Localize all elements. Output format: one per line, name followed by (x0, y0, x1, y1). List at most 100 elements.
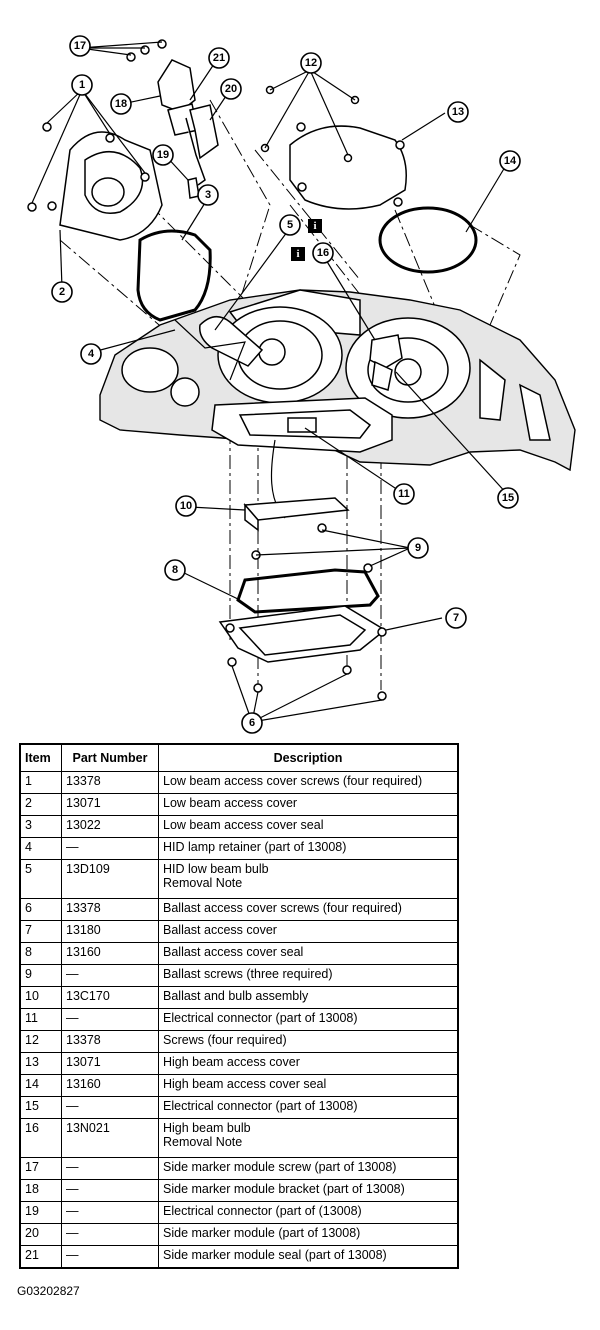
col-header-part-number: Part Number (61, 743, 159, 772)
cell-part-number: — (61, 1096, 159, 1119)
callout-5: 5 (279, 214, 301, 236)
cell-description: Low beam access cover (158, 793, 459, 816)
description-text: Side marker module bracket (part of 1300… (163, 1182, 405, 1196)
figure-id: G03202827 (17, 1284, 80, 1298)
description-text: Side marker module (part of 13008) (163, 1226, 361, 1240)
svg-text:14: 14 (504, 155, 517, 167)
cell-part-number: 13378 (61, 1030, 159, 1053)
cell-part-number: 13071 (61, 1052, 159, 1075)
svg-text:3: 3 (205, 189, 211, 201)
removal-note-link[interactable]: Removal Note (163, 876, 243, 890)
callout-16: 16 (312, 242, 334, 264)
svg-text:1: 1 (79, 79, 85, 91)
svg-text:12: 12 (305, 57, 317, 69)
ballast-access-cover-seal (236, 568, 380, 614)
removal-note-link[interactable]: Removal Note (163, 1135, 243, 1149)
cell-part-number: — (61, 1157, 159, 1180)
cell-part-number: 13378 (61, 898, 159, 921)
callout-7: 7 (445, 607, 467, 629)
cell-item: 21 (19, 1245, 62, 1269)
table-row: 18—Side marker module bracket (part of 1… (19, 1179, 459, 1202)
table-row: 4—HID lamp retainer (part of 13008) (19, 837, 459, 860)
callout-2: 2 (51, 281, 73, 303)
cell-part-number: — (61, 1201, 159, 1224)
cell-part-number: — (61, 1245, 159, 1269)
cell-item: 9 (19, 964, 62, 987)
cell-item: 14 (19, 1074, 62, 1097)
description-text: Ballast and bulb assembly (163, 989, 309, 1003)
cell-item: 10 (19, 986, 62, 1009)
callout-14: 14 (499, 150, 521, 172)
info-icon-bulb-5[interactable]: i (308, 219, 322, 233)
svg-text:11: 11 (398, 488, 410, 500)
cell-item: 3 (19, 815, 62, 838)
callout-3: 3 (197, 184, 219, 206)
cell-item: 11 (19, 1008, 62, 1031)
cell-part-number: 13378 (61, 771, 159, 794)
info-icon-bulb-16[interactable]: i (291, 247, 305, 261)
description-text: Low beam access cover screws (four requi… (163, 774, 423, 788)
cell-part-number: 13N021 (61, 1118, 159, 1158)
svg-text:15: 15 (502, 492, 514, 504)
table-row: 19— Electrical connector (part of (13008) (19, 1201, 459, 1224)
high-beam-access-cover-seal (378, 206, 478, 274)
description-text: Electrical connector (part of 13008) (163, 1011, 358, 1025)
callout-11: 11 (393, 483, 415, 505)
cell-item: 16 (19, 1118, 62, 1158)
callout-6: 6 (241, 712, 263, 734)
cell-description: Ballast and bulb assembly (158, 986, 459, 1009)
description-text: Ballast access cover screws (four requir… (163, 901, 402, 915)
table-row: 15— Electrical connector (part of 13008) (19, 1096, 459, 1119)
cell-item: 15 (19, 1096, 62, 1119)
svg-text:13: 13 (452, 106, 464, 118)
table-header-row: Item Part Number Description (19, 743, 459, 772)
cell-item: 13 (19, 1052, 62, 1075)
svg-text:6: 6 (249, 717, 255, 729)
table-row: 17—Side marker module screw (part of 130… (19, 1157, 459, 1180)
cell-description: Electrical connector (part of 13008) (158, 1096, 459, 1119)
leader-lines (31, 41, 509, 723)
cell-item: 8 (19, 942, 62, 965)
svg-text:16: 16 (317, 247, 329, 259)
callout-10: 10 (175, 495, 197, 517)
cell-item: 19 (19, 1201, 62, 1224)
cell-part-number: 13180 (61, 920, 159, 943)
cell-description: Electrical connector (part of 13008) (158, 1008, 459, 1031)
cell-part-number: — (61, 1179, 159, 1202)
cell-item: 6 (19, 898, 62, 921)
table-row: 21—Side marker module seal (part of 1300… (19, 1245, 459, 1269)
table-row: 9—Ballast screws (three required) (19, 964, 459, 987)
table-row: 20—Side marker module (part of 13008) (19, 1223, 459, 1246)
low-beam-access-cover (27, 122, 163, 241)
cell-description: Side marker module seal (part of 13008) (158, 1245, 459, 1269)
description-text: Electrical connector (part of (13008) (163, 1204, 362, 1218)
svg-text:10: 10 (180, 500, 192, 512)
cell-part-number: — (61, 964, 159, 987)
svg-text:5: 5 (287, 219, 293, 231)
description-text: High beam access cover (163, 1055, 300, 1069)
svg-text:20: 20 (225, 83, 237, 95)
svg-text:4: 4 (88, 348, 95, 360)
description-text: Low beam access cover (163, 796, 298, 810)
cell-description: Low beam access cover screws (four requi… (158, 771, 459, 794)
svg-text:8: 8 (172, 564, 178, 576)
screw-17-c (157, 39, 167, 49)
svg-text:9: 9 (415, 542, 421, 554)
cell-description: Side marker module bracket (part of 1300… (158, 1179, 459, 1202)
svg-text:18: 18 (115, 98, 127, 110)
svg-text:i: i (296, 248, 299, 260)
cell-part-number: 13D109 (61, 859, 159, 899)
description-text: High beam access cover seal (163, 1077, 327, 1091)
description-text: Electrical connector (part of 13008) (163, 1099, 358, 1113)
